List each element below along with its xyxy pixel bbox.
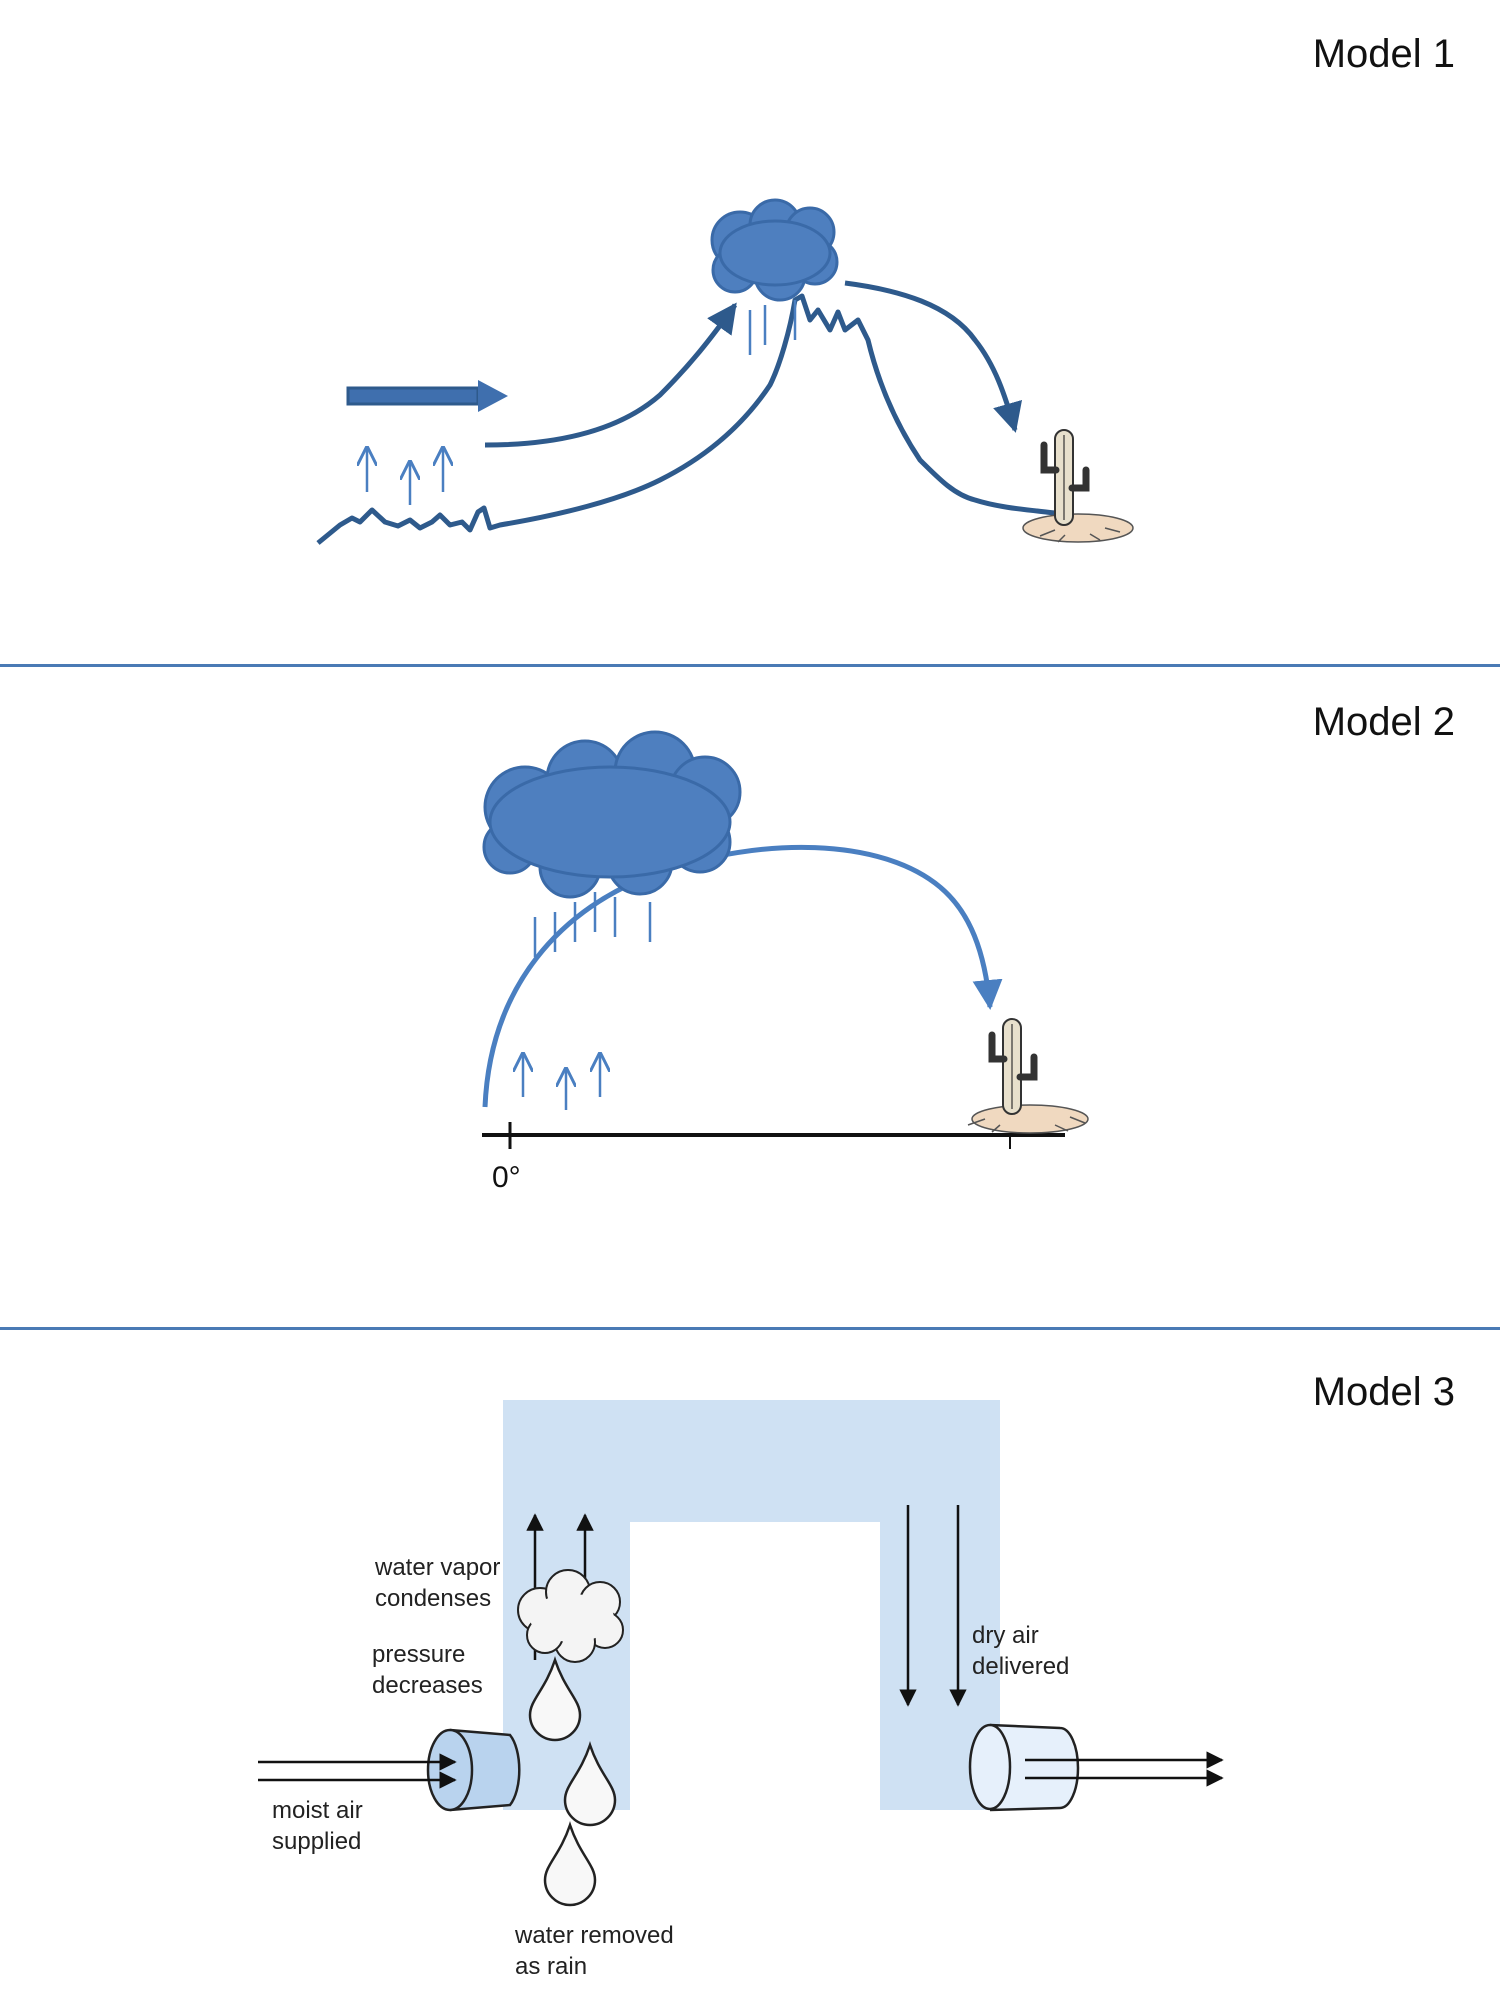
label-rain-2: as rain [515,1953,587,1980]
cloud-icon [710,198,839,302]
evaporation-arrows [367,448,443,505]
model-1-title: Model 1 [1312,32,1455,76]
droplet-3 [543,1821,597,1907]
cloud-icon [482,730,742,899]
air-flow-arc [482,844,1003,1108]
model-1-diagram [316,198,1134,545]
outlet-arrows [1025,1751,1224,1787]
water-droplets [528,1656,617,1907]
rain-lines [533,892,652,957]
wind-arrow-head [478,380,508,412]
droplet-1 [528,1656,582,1742]
divider-1 [0,664,1500,667]
label-pressure-2: decreases [372,1672,483,1699]
descending-air-path [844,280,1023,433]
label-dry-2: delivered [972,1653,1069,1680]
outlet-pipe [968,1723,1080,1812]
inlet-pipe [426,1728,521,1812]
wind-arrow-body [346,386,480,406]
model-3-diagram: water vapor condenses pressure decreases… [258,1400,1224,1980]
inlet-arrows [258,1753,457,1789]
cactus-icon [967,1018,1089,1134]
label-moist-1: moist air [272,1797,363,1824]
air-duct [503,1400,1000,1810]
model-2-title: Model 2 [1312,700,1455,744]
divider-2 [0,1327,1500,1330]
model-2-diagram: 0° [482,730,1089,1194]
label-vapor-1: water vapor [374,1554,500,1581]
label-dry-1: dry air [972,1622,1039,1649]
label-rain-1: water removed [514,1922,674,1949]
evaporation-arrows [523,1054,600,1110]
label-pressure-1: pressure [372,1641,465,1668]
cactus-icon [1022,429,1134,543]
model-3-title: Model 3 [1312,1370,1455,1414]
rain-lines [748,300,797,355]
droplet-2 [563,1741,617,1827]
axis-label-equator: 0° [492,1161,521,1194]
downward-air-arrows [899,1505,967,1707]
model-1-panel: Model 1 [0,0,1500,665]
label-vapor-2: condenses [375,1585,491,1612]
model-3-panel: Model 3 [0,1330,1500,2000]
label-moist-2: supplied [272,1828,361,1855]
model-2-panel: Model 2 [0,667,1500,1327]
mountain-terrain [316,293,1056,545]
rising-air-path [484,302,738,448]
condensation-cloud-icon [517,1569,624,1663]
